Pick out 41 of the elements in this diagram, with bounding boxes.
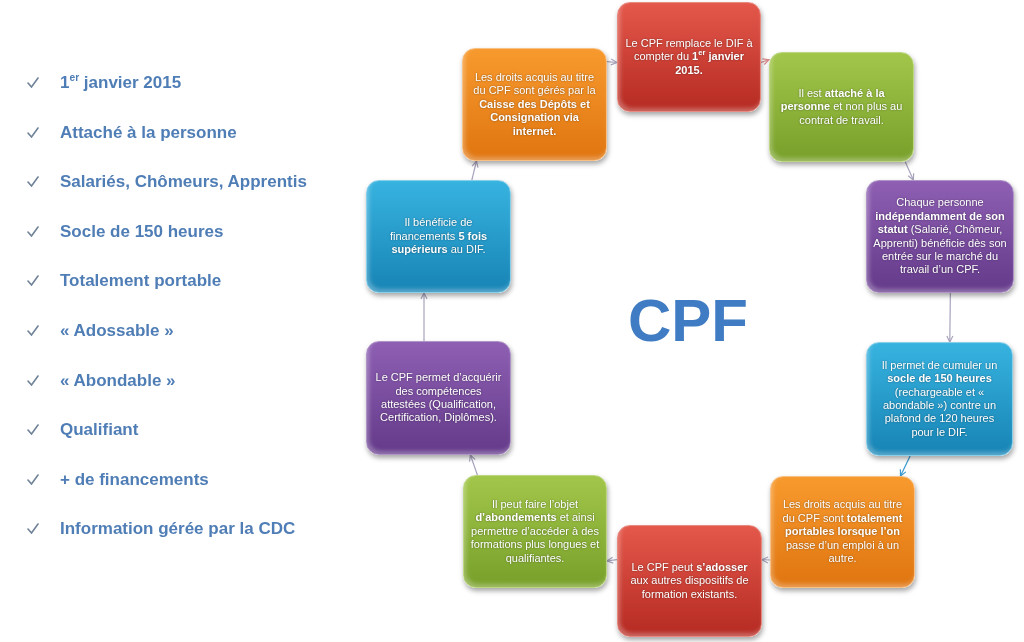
rounded-box bbox=[366, 180, 511, 293]
rounded-box bbox=[866, 180, 1014, 293]
list-item-text: Salariés, Chômeurs, Apprentis bbox=[60, 172, 307, 193]
box-text: Chaque personne indépendamment de son statut (Salarié, Chômeur, Apprenti) bénéficie dès son entrée sur le marché du travail d’un CPF. bbox=[873, 196, 1007, 277]
box-text: Il permet de cumuler un socle de 150 heures (rechargeable et « abondable ») contre un plafond de 120 heures pour le DIF. bbox=[880, 358, 999, 440]
arrow bbox=[946, 292, 954, 343]
rounded-box bbox=[866, 342, 1013, 456]
list-item-text: Attaché à la personne bbox=[60, 122, 237, 143]
rounded-box bbox=[462, 48, 607, 161]
rounded-box bbox=[617, 525, 762, 637]
rounded-box bbox=[617, 2, 761, 112]
rounded-box bbox=[770, 476, 915, 588]
arrow bbox=[606, 58, 618, 66]
rounded-box bbox=[769, 52, 914, 162]
list-item-text: Information gérée par la CDC bbox=[60, 519, 296, 540]
arrow bbox=[471, 160, 479, 181]
list-item-text: « Adossable » bbox=[60, 321, 174, 341]
list-item-text: Qualifiant bbox=[60, 420, 139, 441]
arrow bbox=[760, 58, 770, 66]
arrow bbox=[420, 292, 428, 342]
list-item-text: 1$^{er}$ janvier 2015 bbox=[60, 73, 182, 93]
box-text: Il est attaché à la personne et non plus au contrat de travail. bbox=[779, 86, 904, 128]
arrow bbox=[606, 556, 618, 564]
arrow bbox=[904, 161, 915, 181]
center-title: CPF bbox=[628, 289, 748, 353]
list-item-text: Totalement portable bbox=[60, 271, 222, 292]
arrow bbox=[899, 455, 911, 477]
box-text: Le CPF permet d’acquérir des compétences attestées (Qualification, Certification, Diplômes). bbox=[374, 371, 503, 425]
box-text: Le CPF peut s’adosser aux autres dispositifs de formation existants. bbox=[629, 560, 750, 602]
box-text: Les droits acquis au titre du CPF sont totalement portables lorsque l’on passe d’un emploi à un autre. bbox=[781, 498, 904, 566]
rounded-box bbox=[366, 341, 511, 455]
box-text: Il bénéficie de financements 5 fois supérieurs au DIF. bbox=[388, 216, 489, 257]
arrow bbox=[761, 556, 771, 564]
arrow bbox=[468, 454, 478, 476]
box-text: Les droits acquis au titre du CPF sont gérés par la Caisse des Dépôts et Consignation via internet. bbox=[472, 71, 597, 138]
list-item-text: « Abondable » bbox=[60, 370, 176, 391]
list-item-text: Socle de 150 heures bbox=[60, 221, 224, 242]
list-item-text: + de financements bbox=[60, 469, 209, 490]
rounded-box bbox=[463, 475, 607, 588]
box-text: Le CPF remplace le DIF à compter du 1$^{er}$ janvier 2015. bbox=[624, 36, 754, 78]
box-text: Il peut faire l’objet d’abondements et ainsi permettre d’accéder à des formations plus longues et qualifiantes. bbox=[470, 498, 600, 565]
